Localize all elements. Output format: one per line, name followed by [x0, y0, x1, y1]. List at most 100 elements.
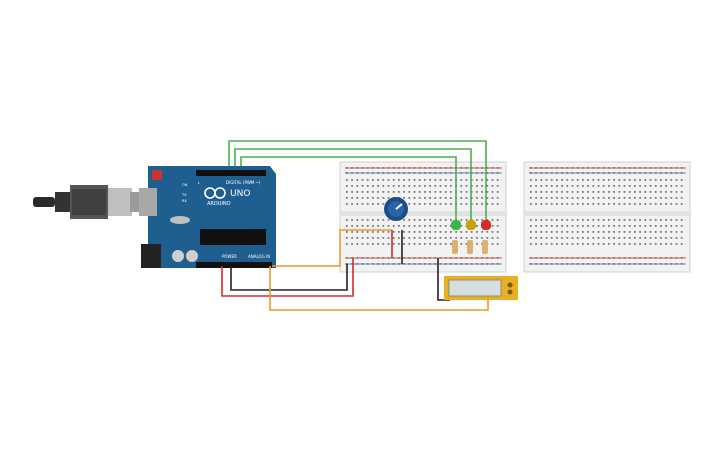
- breadboard-hole: [476, 172, 478, 174]
- breadboard-hole: [496, 203, 499, 205]
- breadboard-hole: [675, 172, 678, 174]
- breadboard-hole: [481, 219, 483, 221]
- breadboard-hole: [377, 263, 379, 265]
- breadboard-hole: [481, 185, 483, 187]
- breadboard-hole: [460, 179, 463, 181]
- breadboard-hole: [361, 172, 364, 174]
- breadboard-hole: [382, 172, 385, 174]
- breadboard-hole: [403, 237, 405, 239]
- reset-button[interactable]: [152, 170, 162, 180]
- breadboard-hole: [556, 243, 558, 245]
- breadboard-hole: [392, 231, 395, 233]
- breadboard-hole: [618, 243, 621, 245]
- breadboard-hole: [535, 231, 537, 233]
- breadboard-hole: [550, 243, 553, 245]
- breadboard-hole: [460, 243, 463, 245]
- breadboard-hole: [382, 257, 385, 259]
- breadboard-hole: [387, 167, 390, 169]
- breadboard-hole: [460, 167, 463, 169]
- breadboard-hole: [450, 237, 452, 239]
- led-yellow[interactable]: [466, 220, 476, 230]
- breadboard-hole: [665, 172, 667, 174]
- breadboard-hole: [654, 225, 657, 227]
- breadboard-hole: [535, 243, 537, 245]
- breadboard-hole: [540, 179, 543, 181]
- breadboard-hole: [540, 172, 543, 174]
- breadboard-hole: [602, 219, 605, 221]
- breadboard-hole: [465, 237, 468, 239]
- breadboard-hole: [634, 172, 636, 174]
- breadboard-hole: [545, 172, 548, 174]
- breadboard-hole: [530, 172, 532, 174]
- power-wires[interactable]: [221, 229, 489, 311]
- breadboard-hole: [535, 185, 537, 187]
- breadboard-2[interactable]: [523, 161, 691, 273]
- breadboard-hole: [654, 257, 657, 259]
- breadboard-hole: [496, 263, 499, 265]
- breadboard-hole: [476, 185, 478, 187]
- resistor-icon[interactable]: [452, 240, 488, 254]
- breadboard-hole: [460, 203, 463, 205]
- green-wires[interactable]: [228, 140, 487, 222]
- breadboard-hole: [576, 219, 579, 221]
- breadboard-hole: [623, 172, 626, 174]
- breadboard-hole: [366, 257, 369, 259]
- breadboard-hole: [576, 191, 579, 193]
- breadboard-hole: [382, 231, 385, 233]
- breadboard-hole: [382, 197, 385, 199]
- breadboard-hole: [387, 172, 390, 174]
- breadboard-1[interactable]: [339, 161, 507, 273]
- breadboard-hole: [639, 197, 641, 199]
- breadboard-hole: [434, 191, 437, 193]
- breadboard-hole: [602, 231, 605, 233]
- breadboard-hole: [597, 203, 600, 205]
- lcd-display-icon[interactable]: [444, 276, 518, 300]
- breadboard-hole: [439, 167, 442, 169]
- breadboard-hole: [592, 219, 595, 221]
- breadboard-hole: [670, 191, 673, 193]
- breadboard-hole: [366, 167, 369, 169]
- breadboard-hole: [602, 203, 605, 205]
- breadboard-hole: [377, 179, 379, 181]
- breadboard-hole: [424, 185, 426, 187]
- breadboard-hole: [566, 203, 569, 205]
- breadboard-hole: [486, 237, 489, 239]
- breadboard-hole: [476, 167, 478, 169]
- breadboard-hole: [597, 185, 600, 187]
- tx-led-label: TX: [181, 193, 187, 197]
- breadboard-hole: [670, 219, 673, 221]
- breadboard-hole: [566, 179, 569, 181]
- arduino-uno-board[interactable]: UNO ARDUINO DIGITAL (PWM ~) POWER ANALOG…: [139, 166, 276, 268]
- breadboard-hole: [597, 167, 600, 169]
- breadboard-hole: [418, 219, 421, 221]
- breadboard-hole: [613, 225, 615, 227]
- breadboard-hole: [491, 219, 494, 221]
- breadboard-hole: [675, 243, 678, 245]
- breadboard-hole: [566, 219, 569, 221]
- breadboard-hole: [408, 263, 411, 265]
- potentiometer-icon[interactable]: [384, 197, 408, 221]
- breadboard-hole: [535, 219, 537, 221]
- led-red[interactable]: [481, 220, 491, 230]
- breadboard-hole: [434, 225, 437, 227]
- breadboard-hole: [628, 225, 631, 227]
- breadboard-hole: [566, 263, 569, 265]
- breadboard-hole: [602, 197, 605, 199]
- breadboard-hole: [455, 257, 457, 259]
- breadboard-hole: [556, 257, 558, 259]
- breadboard-hole: [618, 225, 621, 227]
- breadboard-hole: [408, 243, 411, 245]
- breadboard-hole: [465, 172, 468, 174]
- breadboard-hole: [566, 191, 569, 193]
- breadboard-hole: [356, 167, 359, 169]
- breadboard-hole: [566, 197, 569, 199]
- breadboard-hole: [613, 179, 615, 181]
- led-green[interactable]: [451, 220, 461, 230]
- breadboard-hole: [450, 179, 452, 181]
- usb-cable-icon[interactable]: [33, 185, 144, 219]
- breadboard-hole: [455, 231, 457, 233]
- breadboard-hole: [496, 231, 499, 233]
- breadboard-hole: [408, 237, 411, 239]
- breadboard-hole: [418, 179, 421, 181]
- breadboard-hole: [587, 172, 589, 174]
